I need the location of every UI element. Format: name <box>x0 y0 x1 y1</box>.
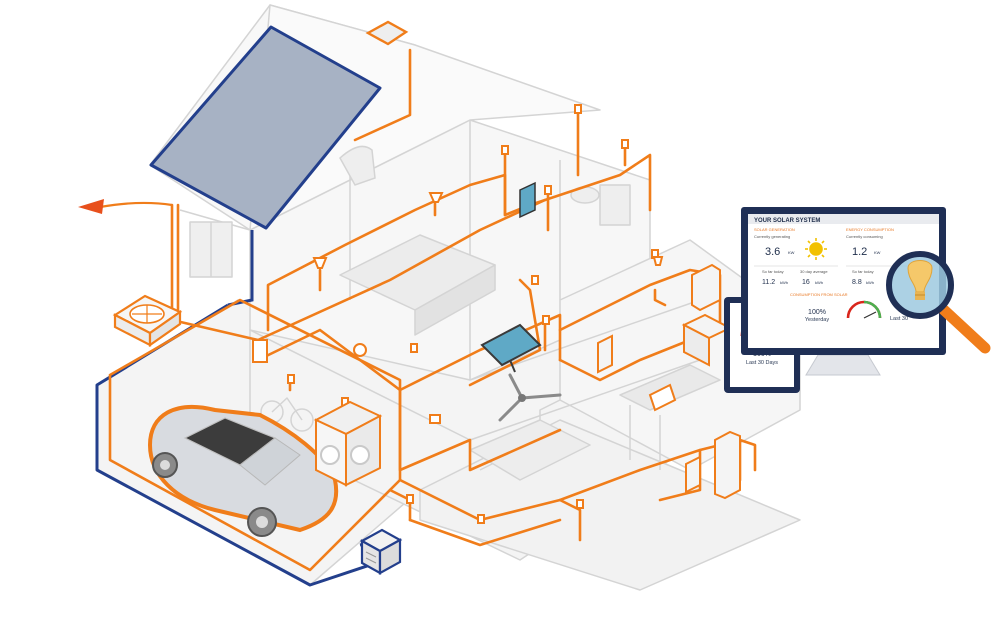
roof-vent <box>365 20 409 46</box>
lamps <box>312 192 664 357</box>
ceiling-fan <box>498 373 562 422</box>
generation-avg-value: 16 <box>802 279 810 286</box>
television <box>480 323 542 373</box>
battery-storage <box>359 528 403 575</box>
electric-car <box>147 404 339 537</box>
consumption-today-unit: kWh <box>866 280 874 285</box>
kitchen-appliances <box>597 263 741 500</box>
generation-heading: SOLAR GENERATION <box>754 227 795 232</box>
consumption-current-unit: KW <box>874 250 881 255</box>
bedroom-monitor <box>519 181 536 219</box>
tablet-label: Last 30 Days <box>746 360 778 366</box>
solar-panel <box>149 25 382 230</box>
sun-icon <box>805 238 827 260</box>
generation-current-unit: KW <box>788 250 795 255</box>
ac-unit <box>112 294 183 348</box>
generation-avg-label: 30 day average <box>800 269 828 274</box>
washer-dryer <box>313 400 383 487</box>
magnifier-icon <box>886 251 991 354</box>
yesterday-label: Yesterday <box>805 317 830 323</box>
generation-avg-unit: kWh <box>815 280 823 285</box>
light-bulb-icon <box>907 260 933 300</box>
yesterday-percent: 100% <box>808 309 826 316</box>
last-30-label: Last 30 <box>890 316 908 322</box>
generation-today-unit: kWh <box>780 280 788 285</box>
wire-outlets <box>252 104 659 524</box>
from-solar-heading: CONSUMPTION FROM SOLAR <box>790 292 848 297</box>
generation-today-label: So far today <box>762 269 784 274</box>
consumption-today-label: So far today <box>852 269 874 274</box>
generation-current-value: 3.6 <box>765 246 780 258</box>
consumption-current-label: Currently consuming <box>846 234 883 239</box>
export-arrow-icon <box>78 199 173 214</box>
consumption-heading: ENERGY CONSUMPTION <box>846 227 894 232</box>
dashboard-title: YOUR SOLAR SYSTEM <box>754 218 820 224</box>
generation-current-label: Currently generating <box>754 234 790 239</box>
consumption-current-value: 1.2 <box>852 246 867 258</box>
consumption-today-value: 8.8 <box>852 279 862 286</box>
generation-today-value: 11.2 <box>762 279 775 286</box>
attic-duct <box>339 145 376 186</box>
